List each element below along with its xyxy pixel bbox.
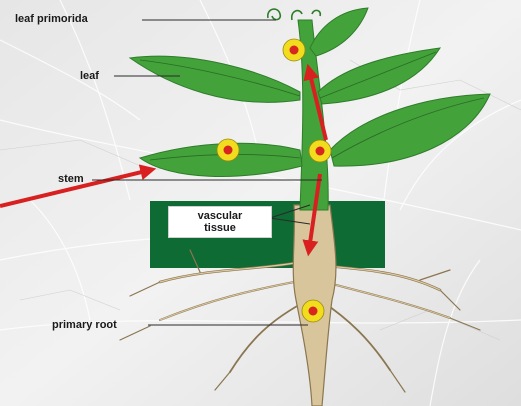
label-vascular-tissue-line2: tissue bbox=[169, 222, 271, 234]
meristem-marker-right-axil bbox=[309, 140, 331, 162]
vascular-tissue-label-box: vascular tissue bbox=[168, 206, 272, 238]
label-leaf: leaf bbox=[80, 70, 99, 82]
label-vascular-tissue-line1: vascular bbox=[169, 210, 271, 222]
label-leaf-primordia: leaf primorida bbox=[15, 13, 88, 25]
label-primary-root: primary root bbox=[52, 319, 117, 331]
meristem-marker-top bbox=[283, 39, 305, 61]
meristem-marker-root bbox=[302, 300, 324, 322]
meristem-marker-left-axil bbox=[217, 139, 239, 161]
label-stem: stem bbox=[58, 173, 84, 185]
